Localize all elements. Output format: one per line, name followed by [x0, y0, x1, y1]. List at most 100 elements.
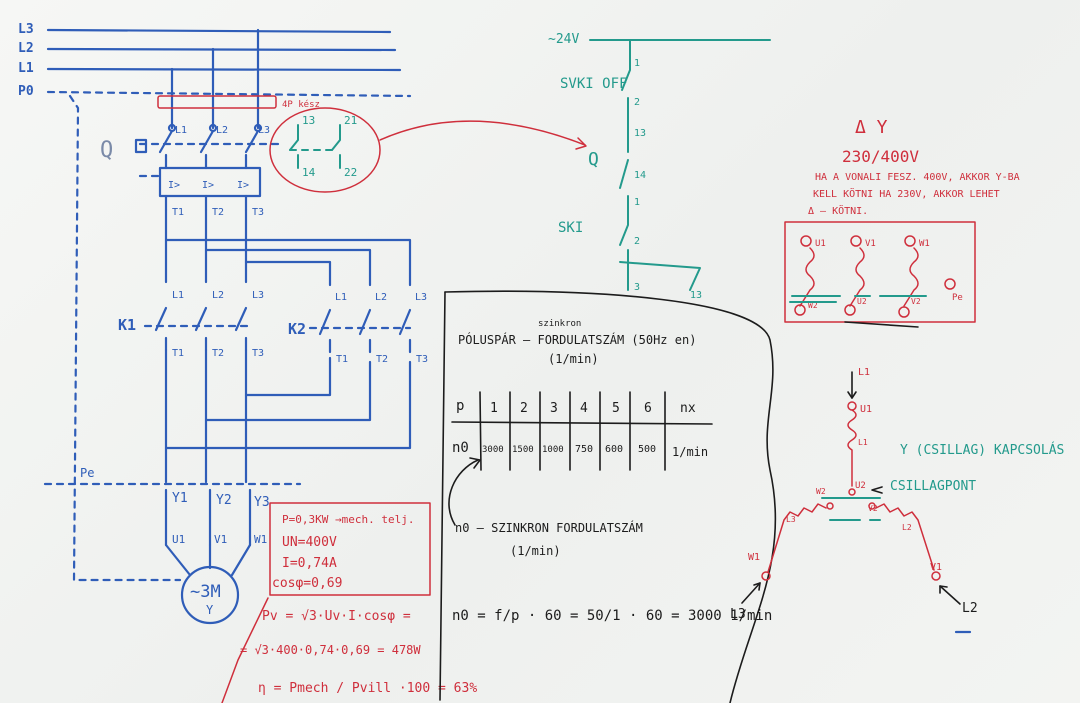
efficiency: η = Pmech / Pvill ·100 = 63%: [258, 681, 477, 696]
table-value-6: 500: [638, 444, 656, 455]
table-value-4: 750: [575, 444, 593, 455]
tb-pe: Pe: [952, 293, 963, 303]
switch-q: Q: [588, 149, 599, 170]
star-point-label: CSILLAGPONT: [890, 479, 976, 494]
k2-in-l1: L1: [335, 292, 347, 303]
k2-out-t2: T2: [376, 354, 388, 365]
breaker-in-l2: L2: [216, 125, 228, 136]
switch-svki: SVKI OFF: [560, 76, 627, 92]
tb-w2: W2: [808, 301, 818, 310]
tb-w1: W1: [919, 239, 930, 249]
terminal-y3: Y3: [254, 495, 270, 510]
definition: n0 – SZINKRON FORDULATSZÁM: [455, 520, 643, 535]
aux-14: 14: [302, 166, 316, 179]
aux-22: 22: [344, 166, 357, 179]
delta-star-symbols: Δ Y: [855, 117, 888, 138]
power-formula: Pv = √3·Uv·I·cosφ =: [262, 609, 411, 624]
supply-lines: L3 L2 L1 P0: [18, 22, 412, 99]
star-term-u2: U2: [855, 481, 866, 491]
breaker-mark-2: I>: [202, 180, 214, 191]
note-line-2: KELL KÖTNI HA 230V, AKKOR LEHET: [813, 187, 1000, 200]
breaker-in-l3: L3: [258, 125, 270, 136]
star-term-w2: W2: [816, 487, 826, 496]
table-row-label: n0: [452, 440, 469, 456]
star-line-l2: L2: [962, 601, 978, 616]
star-term-v1: V1: [930, 562, 942, 573]
contactor-k2: L1 L2 L3 K2 T1 T2 T3: [288, 292, 428, 365]
control-circuit: ~24V SVKI OFF Q SKI 1 2 13 14 1 2 3 13: [548, 32, 771, 301]
k2-in-l3: L3: [415, 292, 427, 303]
terminal-y1: Y1: [172, 491, 188, 506]
star-term-u1: U1: [860, 404, 872, 415]
breaker-label: Q: [100, 138, 113, 163]
motor: ~3M Y: [180, 565, 240, 625]
table-value-5: 600: [605, 444, 623, 455]
table-superscript: szinkron: [538, 319, 581, 329]
table-head-6: 6: [644, 401, 652, 416]
contactor-k1: L1 L2 L3 K1 T1 T2 T3: [118, 290, 264, 359]
contact-13b: 13: [690, 290, 702, 301]
tb-v2: V2: [911, 297, 921, 306]
motor-voltage: UN=400V: [282, 535, 337, 550]
k1-out-t2: T2: [212, 348, 224, 359]
star-winding-3: L3: [786, 515, 796, 524]
aux-21: 21: [344, 114, 357, 127]
table-value-3: 1000: [542, 445, 564, 455]
contact-1a: 1: [634, 58, 640, 69]
k2-out-t3: T3: [416, 354, 428, 365]
table-row-unit: 1/min: [672, 445, 708, 459]
k2-in-l2: L2: [375, 292, 387, 303]
k1-in-l3: L3: [252, 290, 264, 301]
contact-2b: 2: [634, 236, 640, 247]
power-circuit: L3 L2 L1 P0 4P kész Q L1 L2 L3 I> I>: [18, 22, 587, 625]
tb-u1: U1: [815, 239, 826, 249]
switch-ski: SKI: [558, 220, 583, 236]
star-line-l3: L3: [730, 607, 746, 622]
terminal-y2: Y2: [216, 493, 232, 508]
line-label-l3: L3: [18, 22, 34, 37]
motor-power: P=0,3KW →mech. telj.: [282, 513, 414, 526]
star-winding-2: L2: [902, 523, 912, 532]
star-line-l1: L1: [858, 367, 870, 378]
tb-u2: U2: [857, 297, 867, 306]
motor-connection: Y: [206, 603, 214, 617]
pe-label: Pe: [80, 466, 94, 480]
motor-label: ~3M: [190, 582, 221, 602]
speed-table: szinkron PÓLUSPÁR – FORDULATSZÁM (50Hz e…: [439, 290, 777, 703]
breaker-mark-1: I>: [168, 180, 180, 191]
table-head-p: p: [456, 398, 464, 414]
line-label-p0: P0: [18, 84, 34, 99]
power-calc: = √3·400·0,74·0,69 = 478W: [240, 643, 421, 657]
breaker-out-t3: T3: [252, 207, 264, 218]
motor-cosphi: cosφ=0,69: [272, 576, 342, 591]
star-term-w1: W1: [748, 552, 760, 563]
voltage-rating: 230/400V: [842, 147, 919, 166]
table-head-nx: nx: [680, 401, 696, 416]
k1-in-l1: L1: [172, 290, 184, 301]
k1-in-l2: L2: [212, 290, 224, 301]
table-head-2: 2: [520, 401, 528, 416]
table-head-3: 3: [550, 401, 558, 416]
breaker-mark-3: I>: [237, 180, 249, 191]
table-unit: (1/min): [548, 352, 599, 366]
terminal-u1: U1: [172, 533, 185, 546]
contact-1b: 1: [634, 197, 640, 208]
breaker-out-t2: T2: [212, 207, 224, 218]
k1-label: K1: [118, 316, 136, 334]
table-head-4: 4: [580, 401, 588, 416]
definition-unit: (1/min): [510, 544, 561, 558]
k1-out-t1: T1: [172, 348, 184, 359]
note-line-3: Δ – KÖTNI.: [808, 204, 868, 217]
contact-13a: 13: [634, 128, 646, 139]
note-line-1: HA A VONALI FESZ. 400V, AKKOR Y-BA: [815, 172, 1020, 183]
k2-out-t1: T1: [336, 354, 348, 365]
table-value-1: 3000: [482, 445, 504, 455]
breaker-out-t1: T1: [172, 207, 184, 218]
k2-label: K2: [288, 320, 306, 338]
motor-data: P=0,3KW →mech. telj. UN=400V I=0,74A cos…: [221, 502, 477, 703]
k1-out-t3: T3: [252, 348, 264, 359]
motor-current: I=0,74A: [282, 556, 337, 571]
breaker-q: Q L1 L2 L3 I> I> I> T1 T2 T3: [100, 123, 282, 218]
table-value-2: 1500: [512, 445, 534, 455]
